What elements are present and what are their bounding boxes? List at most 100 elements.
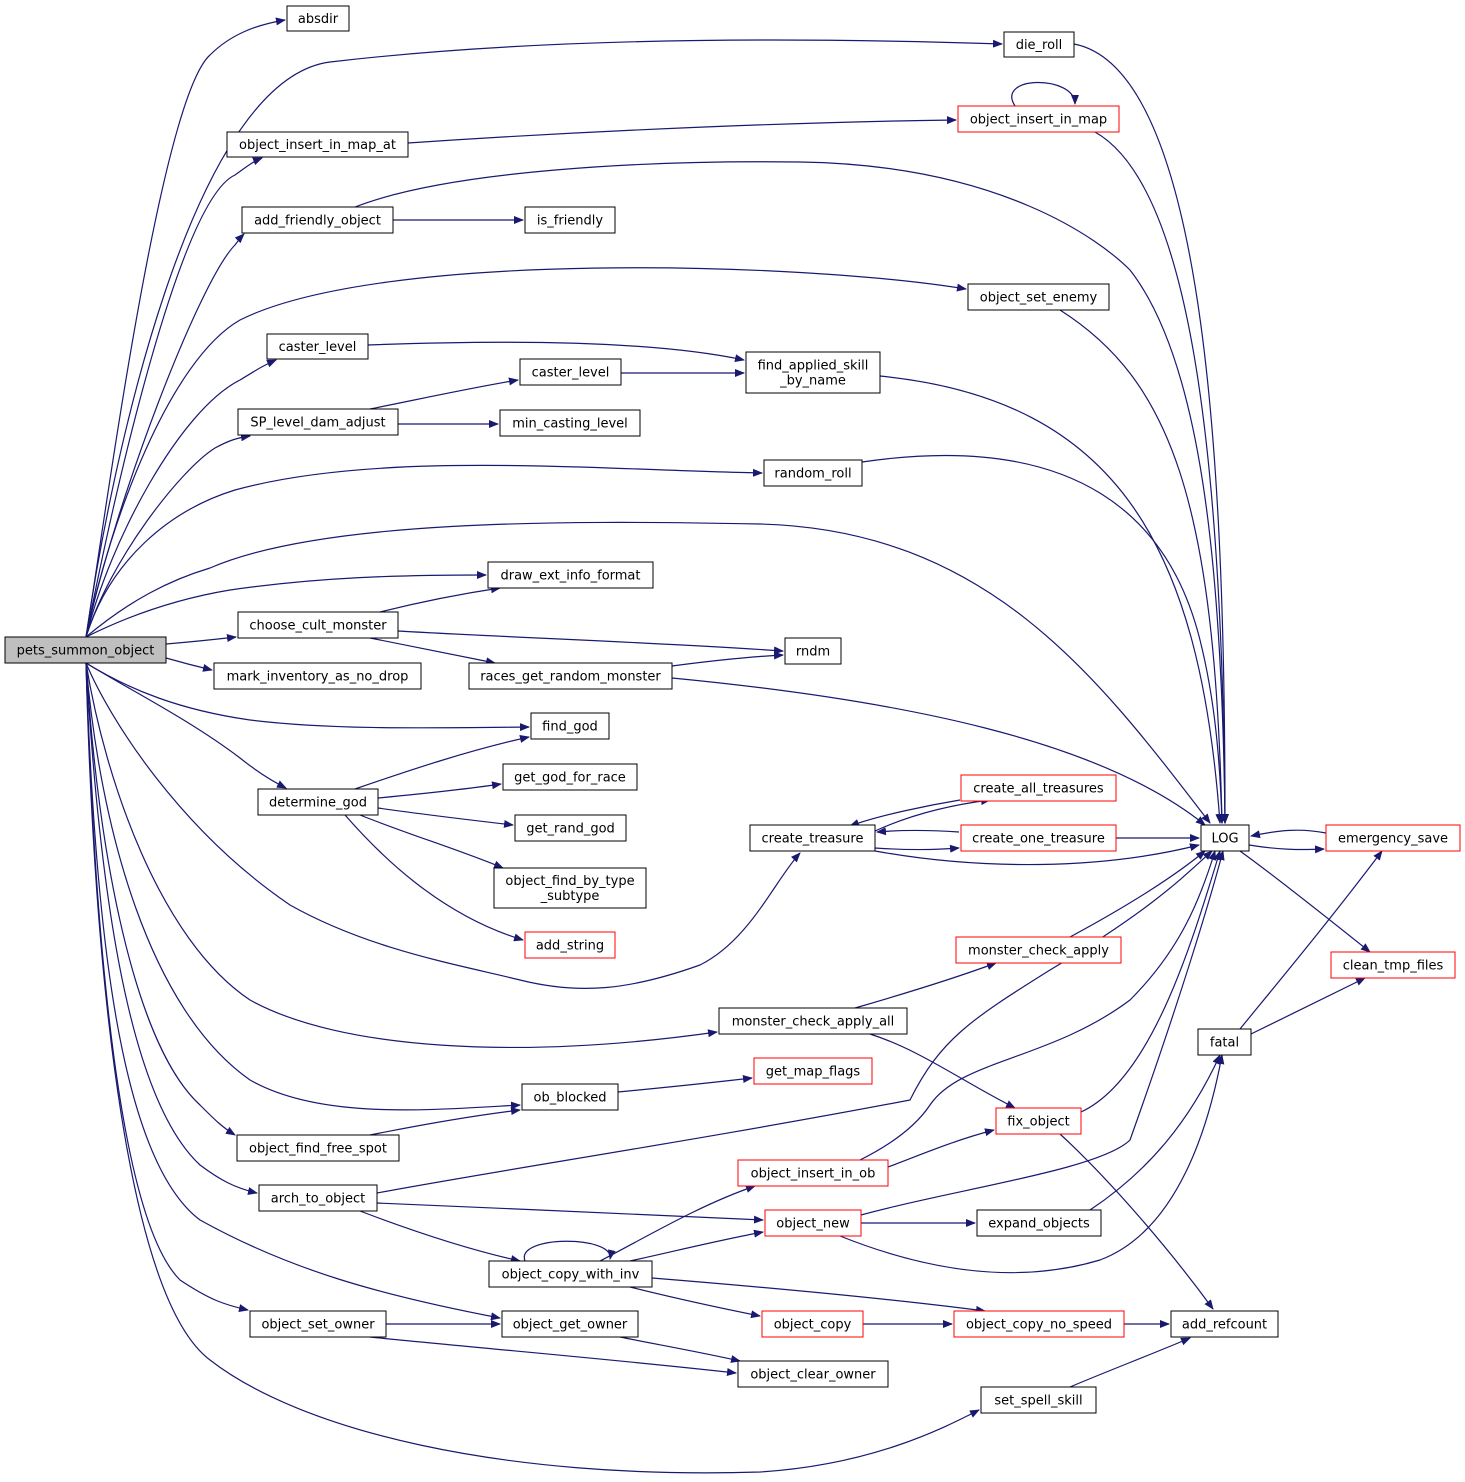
node-box[interactable] <box>499 409 641 437</box>
node-add-friendly-object[interactable]: add_friendly_object <box>241 206 394 234</box>
node-box[interactable] <box>1003 31 1075 58</box>
node-box[interactable] <box>1325 824 1461 852</box>
node-min-casting-level[interactable]: min_casting_level <box>499 409 641 437</box>
node-box[interactable] <box>784 637 842 665</box>
node-die-roll[interactable]: die_roll <box>1003 31 1075 58</box>
node-fatal[interactable]: fatal <box>1197 1028 1252 1056</box>
node-box[interactable] <box>249 1310 387 1338</box>
node-object-new[interactable]: object_new <box>764 1209 862 1237</box>
node-object-set-enemy[interactable]: object_set_enemy <box>967 283 1110 311</box>
node-determine-god[interactable]: determine_god <box>257 788 379 816</box>
node-create-one-treasure[interactable]: create_one_treasure <box>960 824 1117 852</box>
node-add-string[interactable]: add_string <box>524 931 616 959</box>
node-box[interactable] <box>524 931 616 959</box>
node-LOG[interactable]: LOG <box>1200 824 1250 852</box>
node-get-god-for-race[interactable]: get_god_for_race <box>502 763 638 791</box>
node-box[interactable] <box>960 774 1117 802</box>
node-box[interactable] <box>236 1134 400 1162</box>
node-box[interactable] <box>967 283 1110 311</box>
node-add-refcount[interactable]: add_refcount <box>1170 1310 1279 1338</box>
node-arch-to-object[interactable]: arch_to_object <box>258 1184 378 1212</box>
node-box[interactable] <box>257 788 379 816</box>
node-box[interactable] <box>764 1209 862 1237</box>
node-box[interactable] <box>241 206 394 234</box>
node-box[interactable] <box>237 611 399 639</box>
node-pets-summon-object[interactable]: pets_summon_object <box>4 636 167 664</box>
node-caster-level-2[interactable]: caster_level <box>519 358 622 386</box>
node-box[interactable] <box>960 824 1117 852</box>
node-expand-objects[interactable]: expand_objects <box>976 1209 1102 1237</box>
node-box[interactable] <box>502 763 638 791</box>
node-box[interactable] <box>213 662 422 690</box>
node-object-insert-in-map-at[interactable]: object_insert_in_map_at <box>226 131 409 158</box>
node-object-find-free-spot[interactable]: object_find_free_spot <box>236 1134 400 1162</box>
node-box[interactable] <box>258 1184 378 1212</box>
node-find-applied-skill-by-name[interactable]: find_applied_skill_by_name <box>745 351 881 394</box>
node-random-roll[interactable]: random_roll <box>763 459 863 487</box>
node-box[interactable] <box>763 459 863 487</box>
node-box[interactable] <box>519 358 622 386</box>
node-create-all-treasures[interactable]: create_all_treasures <box>960 774 1117 802</box>
node-find-god[interactable]: find_god <box>530 712 610 740</box>
node-box[interactable] <box>976 1209 1102 1237</box>
node-get-map-flags[interactable]: get_map_flags <box>753 1057 873 1085</box>
node-box[interactable] <box>226 131 409 158</box>
node-monster-check-apply[interactable]: monster_check_apply <box>955 936 1122 964</box>
node-box[interactable] <box>514 814 627 842</box>
node-emergency-save[interactable]: emergency_save <box>1325 824 1461 852</box>
node-absdir[interactable]: absdir <box>286 5 350 32</box>
node-get-rand-god[interactable]: get_rand_god <box>514 814 627 842</box>
node-box[interactable] <box>737 1360 889 1388</box>
node-races-get-random-monster[interactable]: races_get_random_monster <box>468 662 673 690</box>
node-rndm[interactable]: rndm <box>784 637 842 665</box>
node-box[interactable] <box>745 351 881 394</box>
node-clean-tmp-files[interactable]: clean_tmp_files <box>1330 951 1456 979</box>
node-box[interactable] <box>468 662 673 690</box>
node-box[interactable] <box>1170 1310 1279 1338</box>
node-box[interactable] <box>749 824 876 852</box>
node-monster-check-apply-all[interactable]: monster_check_apply_all <box>718 1007 908 1035</box>
node-box[interactable] <box>266 333 369 360</box>
node-box[interactable] <box>4 636 167 664</box>
node-is-friendly[interactable]: is_friendly <box>524 206 616 234</box>
node-box[interactable] <box>718 1007 908 1035</box>
node-object-insert-in-ob[interactable]: object_insert_in_ob <box>737 1159 889 1187</box>
node-box[interactable] <box>953 1310 1125 1338</box>
node-object-copy-with-inv[interactable]: object_copy_with_inv <box>488 1260 653 1288</box>
node-box[interactable] <box>1200 824 1250 852</box>
node-fix-object[interactable]: fix_object <box>995 1107 1082 1135</box>
node-box[interactable] <box>521 1083 619 1111</box>
node-box[interactable] <box>286 5 350 32</box>
node-box[interactable] <box>1197 1028 1252 1056</box>
node-set-spell-skill[interactable]: set_spell_skill <box>980 1386 1097 1414</box>
node-ob-blocked[interactable]: ob_blocked <box>521 1083 619 1111</box>
node-box[interactable] <box>493 867 647 909</box>
node-box[interactable] <box>995 1107 1082 1135</box>
node-box[interactable] <box>753 1057 873 1085</box>
node-box[interactable] <box>957 105 1120 133</box>
node-box[interactable] <box>524 206 616 234</box>
node-object-copy-no-speed[interactable]: object_copy_no_speed <box>953 1310 1125 1338</box>
node-box[interactable] <box>955 936 1122 964</box>
node-choose-cult-monster[interactable]: choose_cult_monster <box>237 611 399 639</box>
node-draw-ext-info-format[interactable]: draw_ext_info_format <box>487 561 654 589</box>
node-box[interactable] <box>488 1260 653 1288</box>
node-box[interactable] <box>530 712 610 740</box>
node-box[interactable] <box>737 1159 889 1187</box>
node-box[interactable] <box>761 1310 864 1338</box>
node-box[interactable] <box>501 1310 639 1338</box>
node-object-find-by-type-subtype[interactable]: object_find_by_type_subtype <box>493 867 647 909</box>
node-create-treasure[interactable]: create_treasure <box>749 824 876 852</box>
node-box[interactable] <box>980 1386 1097 1414</box>
node-box[interactable] <box>487 561 654 589</box>
node-caster-level-1[interactable]: caster_level <box>266 333 369 360</box>
node-object-insert-in-map[interactable]: object_insert_in_map <box>957 105 1120 133</box>
node-mark-inventory-as-no-drop[interactable]: mark_inventory_as_no_drop <box>213 662 422 690</box>
node-object-get-owner[interactable]: object_get_owner <box>501 1310 639 1338</box>
node-object-copy[interactable]: object_copy <box>761 1310 864 1338</box>
node-object-clear-owner[interactable]: object_clear_owner <box>737 1360 889 1388</box>
node-box[interactable] <box>1330 951 1456 979</box>
node-object-set-owner[interactable]: object_set_owner <box>249 1310 387 1338</box>
node-SP-level-dam-adjust[interactable]: SP_level_dam_adjust <box>237 408 399 436</box>
node-box[interactable] <box>237 408 399 436</box>
